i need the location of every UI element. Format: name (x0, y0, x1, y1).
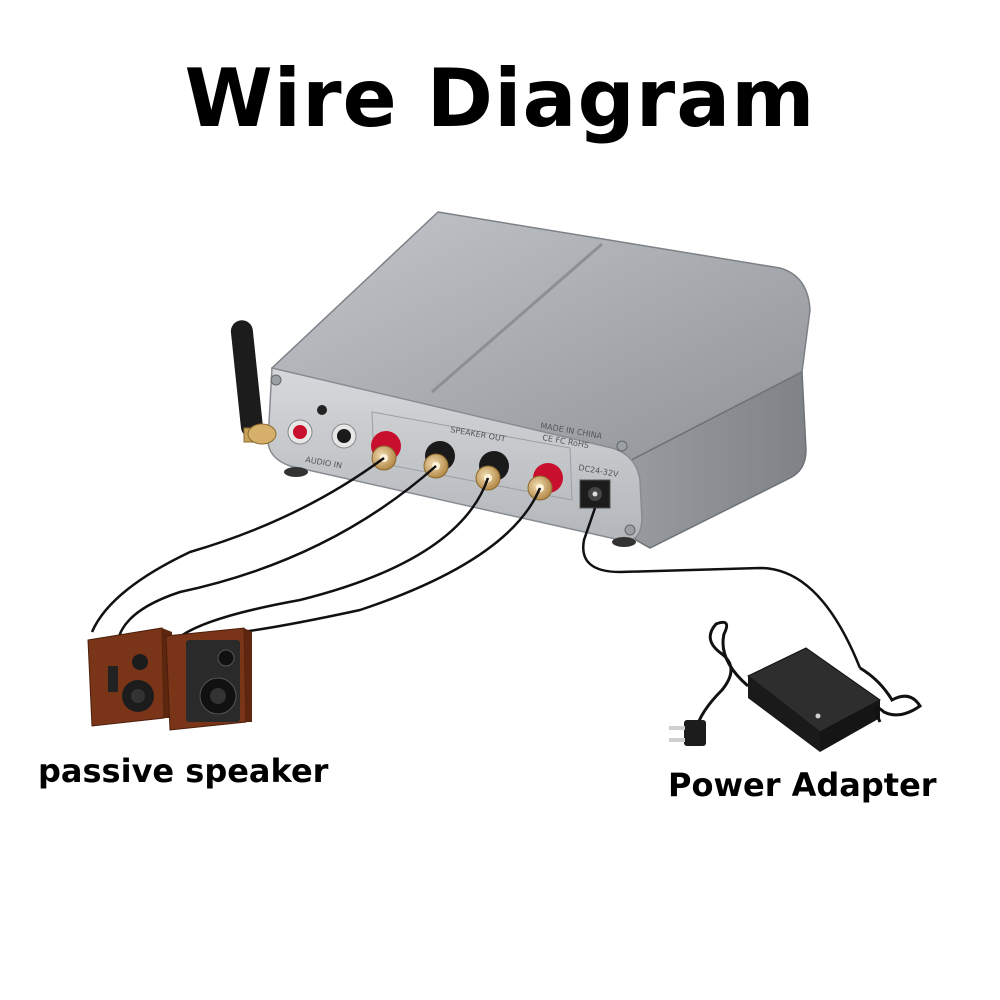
wire-right-negative (175, 477, 490, 641)
antenna-icon (230, 320, 277, 445)
screw-icon (624, 524, 636, 536)
screw-icon (270, 374, 282, 386)
screw-icon (616, 440, 628, 452)
passive-speaker-label: passive speaker (38, 752, 329, 790)
diagram-title: Wire Diagram (184, 52, 816, 145)
aux-jack (317, 405, 327, 415)
speaker-wires (90, 456, 542, 641)
plug-icon (669, 720, 706, 746)
passive-speaker-right (165, 627, 252, 731)
amplifier: SPEAKER OUT MADE IN CHINA CE FC RoHS DC2… (230, 211, 811, 549)
amplifier-back-panel (267, 367, 643, 542)
passive-speaker-left (87, 627, 172, 727)
power-adapter-label: Power Adapter (668, 766, 937, 804)
wire-left-negative (116, 465, 437, 641)
dc-power-jack (579, 479, 611, 509)
wire-left-positive (90, 456, 385, 633)
terminal-right-black (475, 451, 509, 491)
power-cable (582, 507, 862, 669)
power-adapter (669, 620, 923, 752)
amplifier-side-panel (611, 370, 807, 549)
